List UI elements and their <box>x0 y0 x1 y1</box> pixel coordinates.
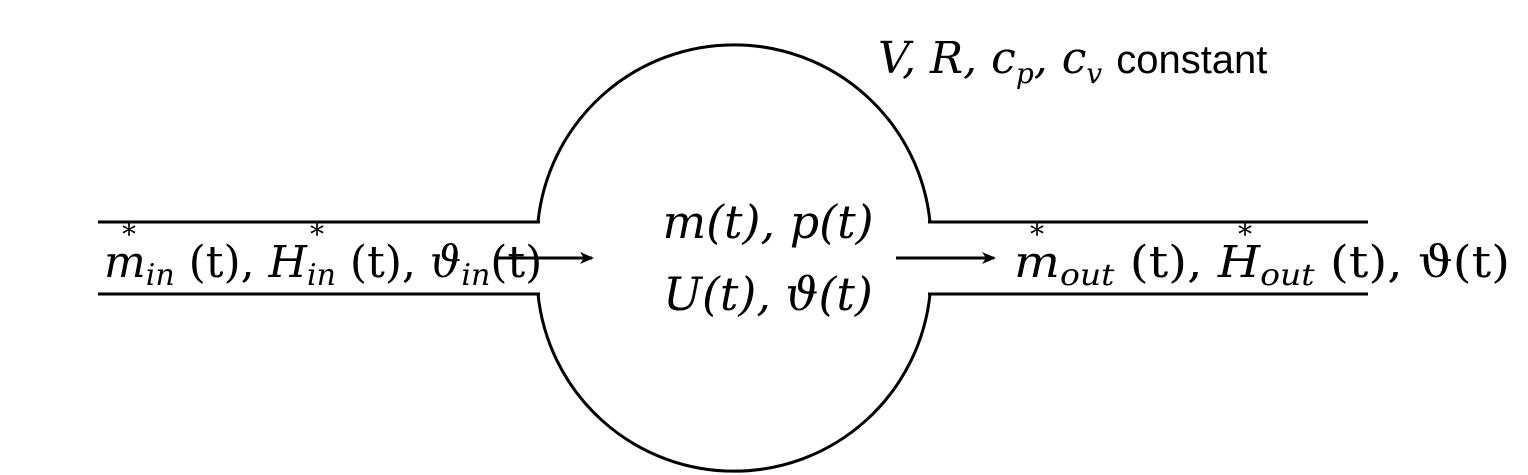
outflow-enthalpy-dot-marker: * <box>1238 218 1252 251</box>
inflow-label: min (t), Hin (t), ϑin(t) <box>104 237 542 293</box>
outflow-mass-dot-marker: * <box>1030 218 1044 251</box>
inflow-enthalpy-dot-marker: * <box>310 218 324 251</box>
vessel-state-line-1: m(t), p(t) <box>662 195 873 249</box>
vessel-upper-arc <box>536 43 932 223</box>
vessel-state-line-2: U(t), ϑ(t) <box>663 267 873 321</box>
inflow-mass-dot-marker: * <box>122 218 136 251</box>
vessel-lower-arc <box>536 293 932 473</box>
